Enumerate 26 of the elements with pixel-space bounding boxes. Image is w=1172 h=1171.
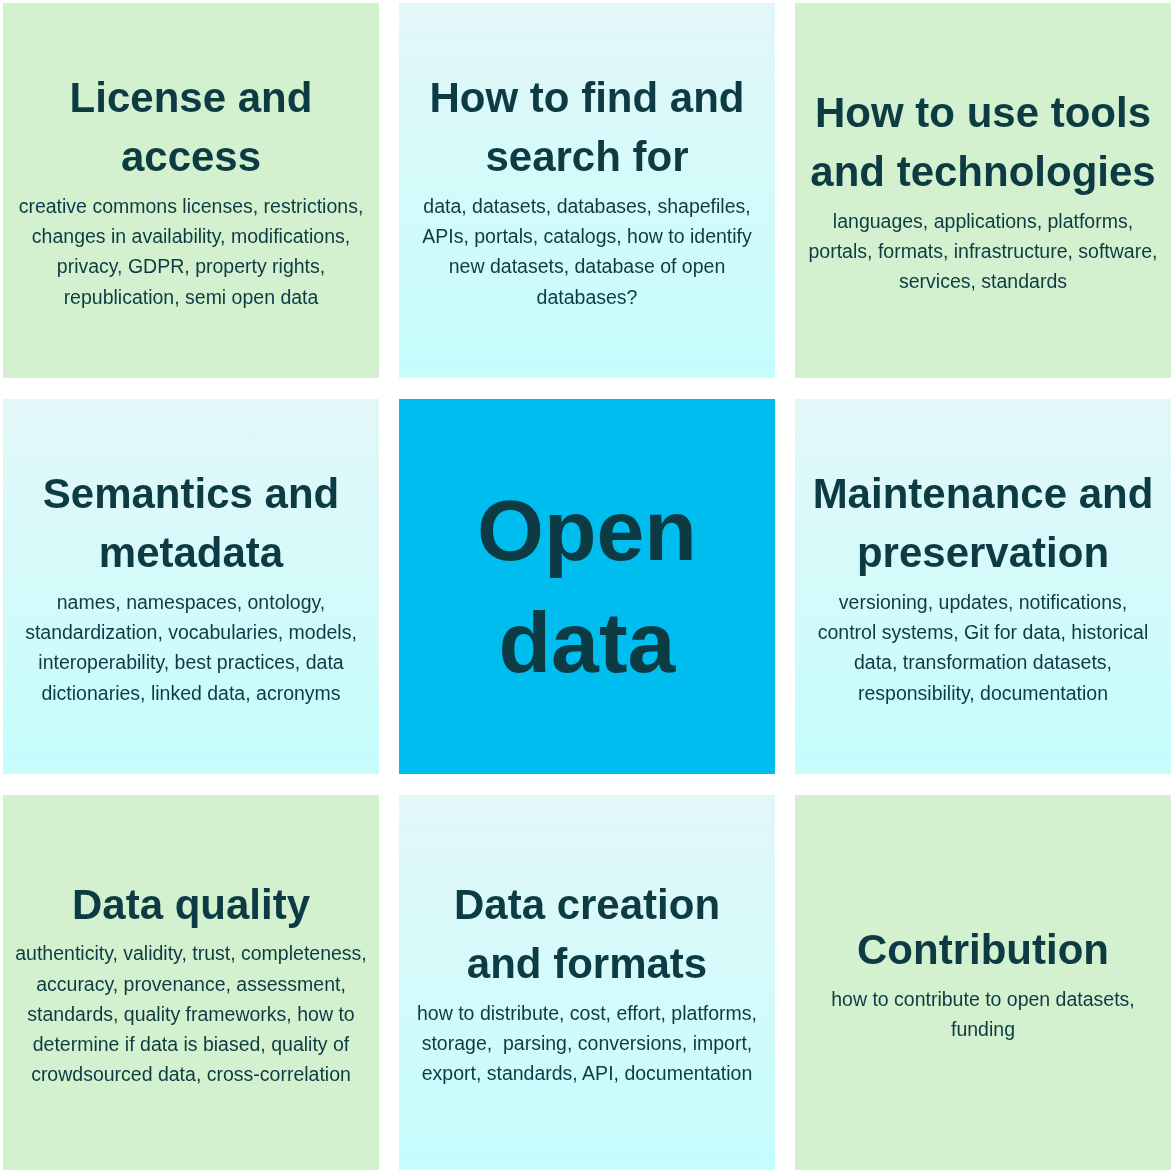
box-title: How to find and search for — [428, 73, 746, 183]
box-title: Maintenance and preservation — [811, 469, 1155, 579]
box-description: names, namespaces, ontology, standardization, vocabularies, models, interoperability, best practices, data dictionaries, linked data, acronyms — [24, 589, 358, 706]
box-title: Open data — [476, 480, 698, 692]
topic-box — [795, 3, 1171, 378]
topic-box — [3, 3, 379, 378]
box-description: how to distribute, cost, effort, platforms, storage, parsing, conversions, import, export, standards, API, documentation — [416, 1000, 758, 1087]
box-description: creative commons licenses, restrictions, changes in availability, modifications, privacy, GDPR, property rights, republication, semi open data — [17, 193, 365, 310]
box-title: Data creation and formats — [452, 880, 722, 990]
center-box — [399, 399, 775, 774]
box-title: Data quality — [71, 879, 311, 930]
topic-box — [795, 399, 1171, 774]
topic-box — [3, 399, 379, 774]
box-title: How to use tools and technologies — [809, 88, 1157, 198]
box-description: data, datasets, databases, shapefiles, APIs, portals, catalogs, how to identify new datasets, database of open databases? — [421, 193, 753, 310]
topic-box — [795, 795, 1171, 1170]
box-title: Contribution — [857, 924, 1109, 975]
box-description: how to contribute to open datasets, funding — [830, 986, 1136, 1042]
topic-box — [399, 3, 775, 378]
topic-box — [3, 795, 379, 1170]
topic-box — [399, 795, 775, 1170]
box-title: License and access — [68, 73, 314, 183]
box-title: Semantics and metadata — [41, 469, 341, 579]
box-description: authenticity, validity, trust, completeness, accuracy, provenance, assessment, standards, quality frameworks, how to determine if data is biased, quality of crowdsourced data, cross-correlation — [15, 941, 367, 1088]
box-description: versioning, updates, notifications, control systems, Git for data, historical data, transformation datasets, responsibility, documentation — [816, 589, 1150, 706]
box-description: languages, applications, platforms, portals, formats, infrastructure, software, services, standards — [807, 208, 1159, 295]
